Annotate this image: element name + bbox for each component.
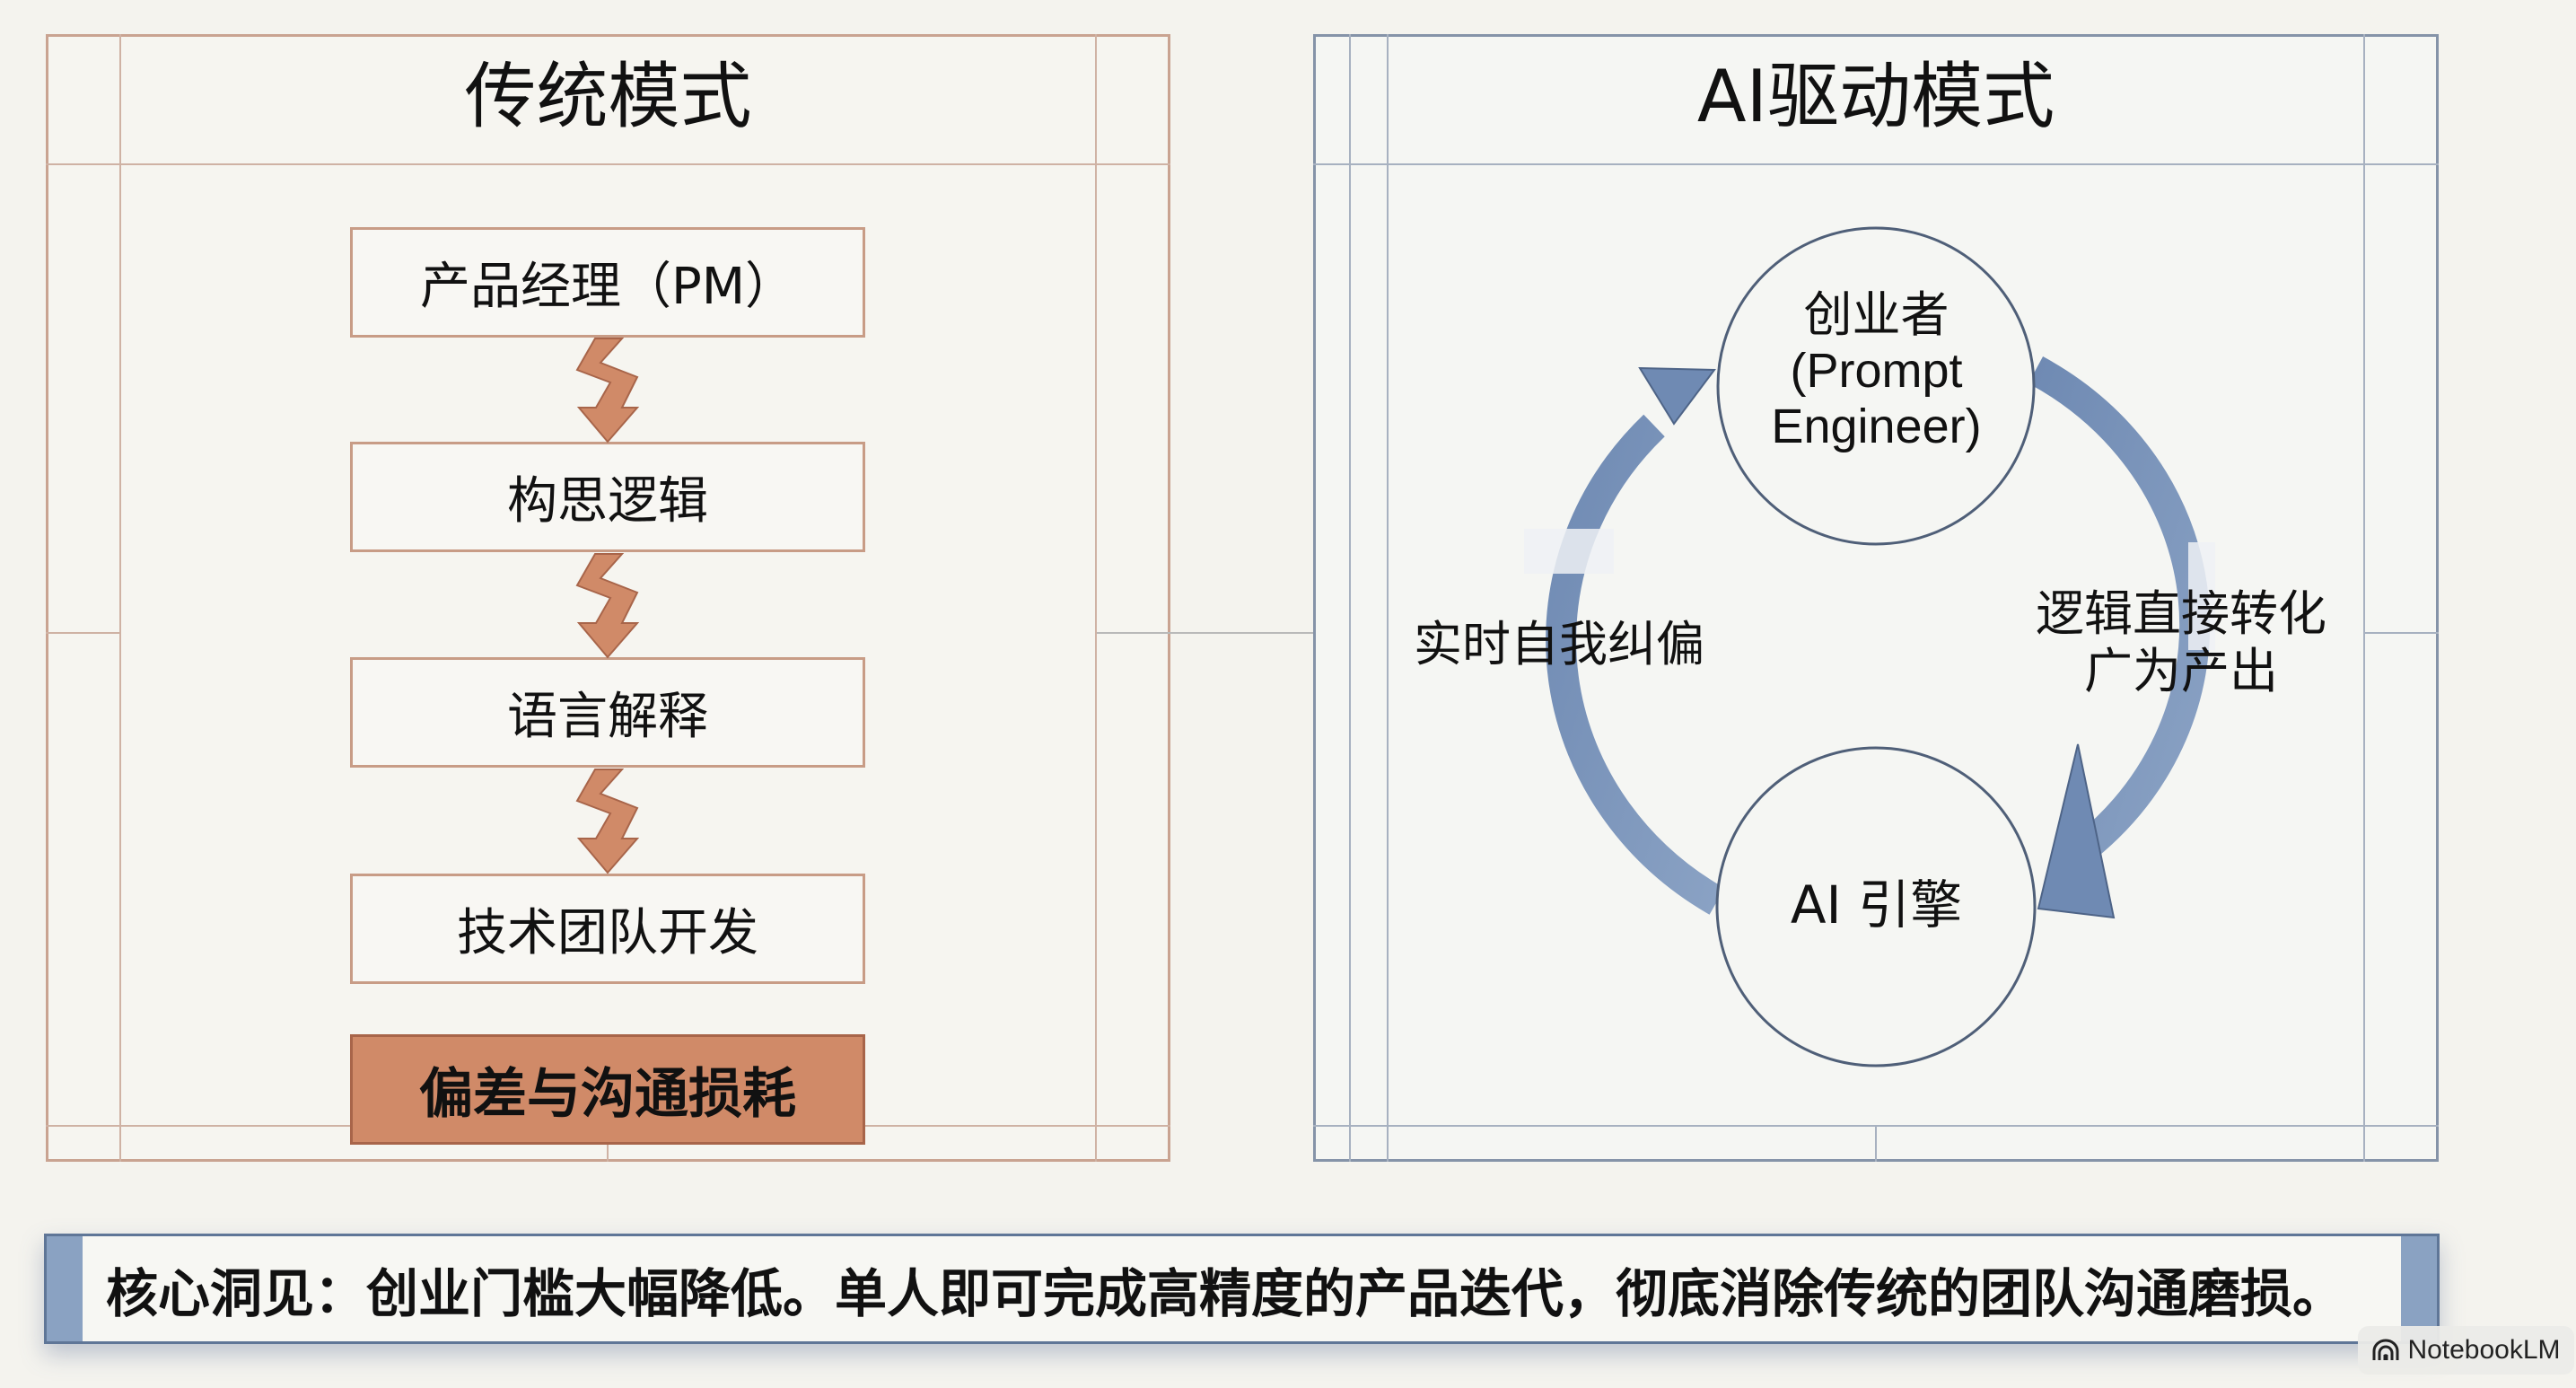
- node-ai-engine-label: AI 引擎: [1790, 874, 1963, 936]
- banner-accent-left: [47, 1236, 83, 1341]
- result-deviation-loss: 偏差与沟通损耗: [350, 1034, 865, 1145]
- guide-line: [1387, 34, 1389, 1162]
- lightning-arrow-icon: [575, 769, 640, 874]
- flow-label-line-2: 广为产出: [2084, 642, 2278, 699]
- step-tech-team-dev: 技术团队开发: [350, 874, 865, 984]
- guide-line: [1875, 1127, 1877, 1162]
- node-founder-label: 创业者 (Prompt Engineer): [1717, 286, 2036, 454]
- node-ai-engine-circle: [1715, 746, 2037, 1067]
- node-founder-subtitle-2: Engineer): [1771, 400, 1982, 454]
- ai-driven-mode-title: AI驱动模式: [1696, 55, 2055, 138]
- label-gap: [2188, 542, 2215, 650]
- header-divider: [46, 163, 1170, 165]
- notebooklm-logo-icon: [2372, 1339, 2399, 1360]
- flow-label-logic-to-output: 逻辑直接转化 广为产出: [2020, 585, 2343, 699]
- flow-label-line-1: 逻辑直接转化: [2036, 585, 2326, 642]
- guide-line: [2365, 632, 2439, 634]
- cycle-diagram: [1524, 226, 2215, 1067]
- guide-line: [119, 34, 121, 1162]
- guide-line: [46, 632, 119, 634]
- core-insight-text: 核心洞见：创业门槛大幅降低。单人即可完成高精度的产品迭代，彻底消除传统的团队沟通…: [106, 1262, 2345, 1324]
- header-divider: [1313, 163, 2439, 165]
- guide-line: [1095, 34, 1097, 1162]
- node-founder-title: 创业者: [1803, 286, 1950, 343]
- arrowhead-left-icon: [1638, 366, 1716, 426]
- guide-line: [1313, 1125, 2439, 1127]
- step-product-manager: 产品经理（PM）: [350, 227, 865, 338]
- traditional-mode-title: 传统模式: [464, 55, 752, 138]
- lightning-arrows: [575, 338, 640, 874]
- guide-line: [1097, 632, 1388, 634]
- watermark-label: NotebookLM: [2407, 1335, 2561, 1365]
- guide-line: [1349, 34, 1351, 1162]
- notebooklm-watermark: NotebookLM: [2358, 1326, 2574, 1375]
- lightning-arrow-icon: [575, 553, 640, 659]
- label-gap: [1524, 529, 1614, 574]
- arrowhead-right-icon: [2037, 743, 2116, 919]
- node-founder-circle: [1716, 226, 2036, 546]
- banner-accent-right: [2401, 1236, 2437, 1341]
- guide-line: [2363, 34, 2365, 1162]
- core-insight-banner: 核心洞见：创业门槛大幅降低。单人即可完成高精度的产品迭代，彻底消除传统的团队沟通…: [44, 1234, 2440, 1344]
- step-language-explain: 语言解释: [350, 657, 865, 768]
- flow-arrow-left: [1546, 414, 1725, 915]
- node-founder-subtitle-1: (Prompt: [1790, 344, 1963, 399]
- flow-label-self-correct: 实时自我纠偏: [1414, 616, 1704, 672]
- lightning-arrow-icon: [575, 338, 640, 444]
